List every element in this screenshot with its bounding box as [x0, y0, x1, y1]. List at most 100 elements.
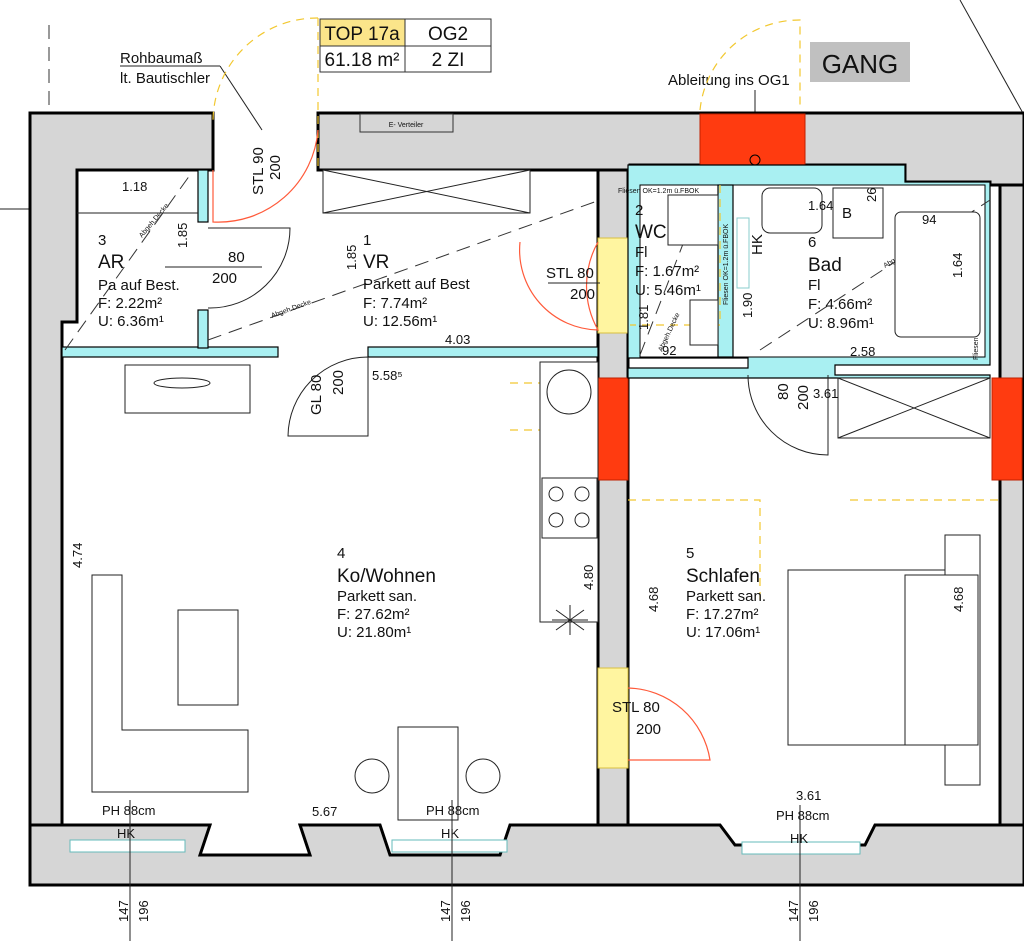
- svg-text:F: 4.66m²: F: 4.66m²: [808, 296, 872, 313]
- svg-text:PH 88cm: PH 88cm: [776, 808, 829, 823]
- svg-text:U: 12.56m¹: U: 12.56m¹: [363, 313, 437, 330]
- svg-text:92: 92: [662, 343, 676, 358]
- svg-text:1.18: 1.18: [122, 179, 147, 194]
- svg-text:4.80: 4.80: [581, 565, 596, 590]
- tile-note: Fliesen OK=1.2m ü.FBOK: [618, 188, 699, 195]
- svg-text:6: 6: [808, 234, 816, 251]
- partition-vr: [367, 346, 599, 358]
- window-2: PH 88cm HK 147 196: [426, 800, 479, 941]
- svg-text:PH 88cm: PH 88cm: [102, 803, 155, 818]
- ceiling-note: Abgeh.Decke: [138, 203, 170, 240]
- gang-label: GANG: [822, 49, 899, 79]
- entry-door-height: 200: [267, 155, 284, 180]
- room-schlafen: 5 Schlafen Parkett san. F: 17.27m² U: 17…: [686, 545, 766, 641]
- window-3: PH 88cm HK 147 196: [776, 805, 829, 941]
- svg-text:147: 147: [438, 900, 453, 922]
- wall-bottom: [28, 823, 1024, 887]
- floor-label: OG2: [428, 24, 468, 45]
- svg-text:Parkett auf Best: Parkett auf Best: [363, 276, 471, 293]
- svg-text:4.03: 4.03: [445, 332, 470, 347]
- svg-text:1.81: 1.81: [636, 305, 651, 330]
- svg-text:U: 8.96m¹: U: 8.96m¹: [808, 315, 874, 332]
- title-block: TOP 17a OG2 61.18 m² 2 ZI: [319, 18, 492, 73]
- door-opening-vr: [597, 237, 629, 334]
- svg-text:U: 6.36m¹: U: 6.36m¹: [98, 313, 164, 330]
- svg-text:U: 21.80m¹: U: 21.80m¹: [337, 624, 411, 641]
- svg-text:1: 1: [363, 232, 371, 249]
- vr-door-height: 200: [570, 286, 595, 303]
- chimney-fill-right: [991, 377, 1023, 481]
- ar-door-height: 200: [212, 270, 237, 287]
- svg-text:196: 196: [806, 900, 821, 922]
- svg-text:PH 88cm: PH 88cm: [426, 803, 479, 818]
- room-vr: 1 VR Parkett auf Best F: 7.74m² U: 12.56…: [363, 232, 471, 330]
- svg-text:U: 5.46m¹: U: 5.46m¹: [635, 282, 701, 299]
- svg-text:Fl: Fl: [808, 277, 821, 294]
- svg-text:F: 27.62m²: F: 27.62m²: [337, 606, 410, 623]
- svg-text:1.90: 1.90: [740, 293, 755, 318]
- tile-note: Fliesen OK=1.2m ü.FBOK: [723, 224, 730, 305]
- vr-door-type: STL 80: [546, 265, 594, 282]
- svg-text:3.61: 3.61: [813, 386, 838, 401]
- svg-text:Ko/Wohnen: Ko/Wohnen: [337, 566, 436, 587]
- chimney-fill: [597, 377, 629, 481]
- svg-text:HK: HK: [117, 826, 135, 841]
- entry-door-type: STL 90: [250, 147, 267, 195]
- svg-text:WC: WC: [635, 222, 667, 243]
- e-verteiler: [359, 113, 454, 133]
- partition-ar: [61, 346, 279, 358]
- svg-text:5: 5: [686, 545, 694, 562]
- schlafen-door-height: 200: [636, 721, 661, 738]
- svg-text:Fl: Fl: [635, 244, 648, 261]
- svg-text:F: 1.67m²: F: 1.67m²: [635, 263, 699, 280]
- svg-text:4.68: 4.68: [646, 587, 661, 612]
- unit-label: TOP 17a: [324, 24, 400, 45]
- gang-badge: [810, 42, 910, 82]
- svg-text:Parkett san.: Parkett san.: [337, 588, 417, 605]
- room-bad: 6 Bad Fl F: 4.66m² U: 8.96m¹: [808, 234, 874, 332]
- ar-door-width: 80: [228, 249, 245, 266]
- window-1: PH 88cm HK 147 196: [102, 800, 155, 941]
- svg-text:5.67: 5.67: [312, 804, 337, 819]
- svg-text:3: 3: [98, 232, 106, 249]
- svg-text:VR: VR: [363, 252, 389, 273]
- room-ko-wohnen: 4 Ko/Wohnen Parkett san. F: 27.62m² U: 2…: [337, 545, 436, 641]
- svg-text:Parkett san.: Parkett san.: [686, 588, 766, 605]
- svg-text:HK: HK: [790, 831, 808, 846]
- shaft-fill: [699, 113, 806, 171]
- gl-door-height: 200: [330, 370, 347, 395]
- e-verteiler-label: E- Verteiler: [389, 122, 424, 129]
- svg-text:2.58: 2.58: [850, 344, 875, 359]
- svg-text:147: 147: [786, 900, 801, 922]
- schlafen-door-type: STL 80: [612, 699, 660, 716]
- svg-text:F: 17.27m²: F: 17.27m²: [686, 606, 759, 623]
- svg-text:4.74: 4.74: [70, 543, 85, 568]
- ceiling-note: Abgeh.Decke: [270, 299, 312, 320]
- svg-text:4.68: 4.68: [951, 587, 966, 612]
- area-label: 61.18 m²: [325, 50, 400, 71]
- svg-text:4: 4: [337, 545, 345, 562]
- svg-text:1.85: 1.85: [175, 223, 190, 248]
- rohbau-note: Rohbaumaß: [120, 50, 203, 67]
- svg-text:3.61: 3.61: [796, 788, 821, 803]
- wall-right: [998, 183, 1024, 827]
- bad-door-width: 80: [775, 383, 792, 400]
- svg-text:1.64: 1.64: [950, 253, 965, 278]
- dimensions: 1.18 1.85 1.85 4.03 5.58⁵ 4.74 4.80 5.67…: [70, 179, 966, 819]
- svg-text:HK: HK: [441, 826, 459, 841]
- svg-text:U: 17.06m¹: U: 17.06m¹: [686, 624, 760, 641]
- svg-text:2: 2: [635, 202, 643, 219]
- bad-door-height: 200: [795, 385, 812, 410]
- boiler-label: B: [842, 205, 852, 222]
- svg-text:1.64: 1.64: [808, 198, 833, 213]
- svg-text:147: 147: [116, 900, 131, 922]
- gl-door-type: GL 80: [308, 375, 325, 415]
- door-opening-schlafen: [597, 667, 629, 769]
- svg-text:Pa auf Best.: Pa auf Best.: [98, 277, 180, 294]
- svg-text:F: 2.22m²: F: 2.22m²: [98, 295, 162, 312]
- furniture: [69, 169, 991, 855]
- room-ar: 3 AR Pa auf Best. F: 2.22m² U: 6.36m¹: [98, 232, 180, 330]
- svg-text:196: 196: [136, 900, 151, 922]
- leader-line: [219, 65, 263, 131]
